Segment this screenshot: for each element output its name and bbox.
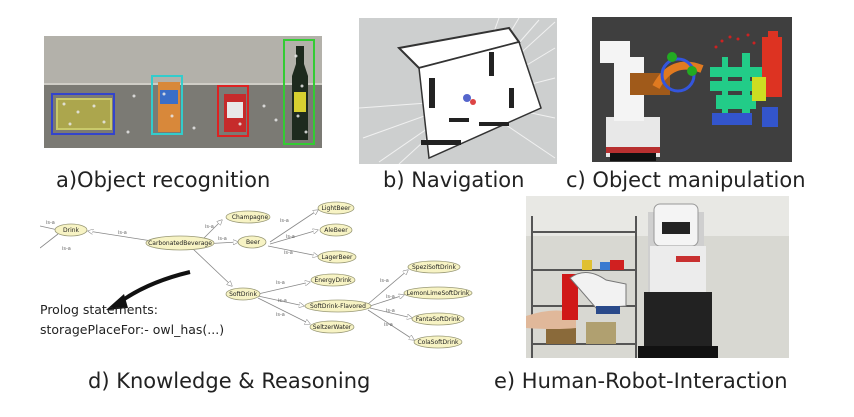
knowledge-reasoning-diagram: is-a is-a is-a is-a is-a is-a is-a is-a … xyxy=(40,201,473,349)
prolog-arrowhead xyxy=(106,294,128,310)
svg-text:SpeziSoftDrink: SpeziSoftDrink xyxy=(412,264,457,271)
detection-box-green xyxy=(283,39,315,145)
prolog-statement: storagePlaceFor:- owl_has(...) xyxy=(40,322,224,337)
edge-label: is-a xyxy=(62,246,71,252)
svg-text:Drink: Drink xyxy=(63,227,80,234)
object-recognition-scene xyxy=(44,36,322,148)
node-carbonated-beverage: CarbonatedBeverage xyxy=(145,235,215,251)
node-soft-drink: SoftDrink xyxy=(225,287,261,301)
svg-text:LemonLimeSoftDrink: LemonLimeSoftDrink xyxy=(407,290,470,297)
node-beer: Beer xyxy=(237,235,267,249)
isa-edge-labels: is-a is-a is-a is-a is-a is-a is-a is-a … xyxy=(46,218,395,328)
caption-human-robot-interaction: e) Human-Robot-Interaction xyxy=(494,369,788,393)
edge-label: is-a xyxy=(46,220,55,226)
caption-navigation: b) Navigation xyxy=(383,168,525,192)
edge-label: is-a xyxy=(380,278,389,284)
edge-label: is-a xyxy=(286,234,295,240)
human-robot-interaction-image xyxy=(526,196,789,358)
edge-label: is-a xyxy=(276,312,285,318)
detection-box-red xyxy=(217,85,249,137)
node-lager-beer: LagerBeer xyxy=(317,250,357,264)
detection-box-blue xyxy=(51,93,115,135)
prolog-arrow xyxy=(118,270,191,304)
prolog-title: Prolog statements: xyxy=(40,302,158,317)
svg-text:CarbonatedBeverage: CarbonatedBeverage xyxy=(148,240,212,247)
node-seltzer-water: SeltzerWater xyxy=(309,320,355,334)
node-ale-beer: AleBeer xyxy=(319,223,353,237)
svg-text:SeltzerWater: SeltzerWater xyxy=(313,324,352,331)
navigation-map xyxy=(359,18,557,164)
node-champagne: Champagne xyxy=(225,210,271,224)
edge-label: is-a xyxy=(386,308,395,314)
manipulation-scene xyxy=(592,17,792,162)
svg-text:Beer: Beer xyxy=(246,239,260,246)
svg-text:LagerBeer: LagerBeer xyxy=(322,254,353,261)
node-fanta-soft-drink: FantaSoftDrink xyxy=(411,312,465,326)
caption-object-recognition: a)Object recognition xyxy=(56,168,271,192)
edge-label: is-a xyxy=(386,294,395,300)
edge-label: is-a xyxy=(218,236,227,242)
detection-box-cyan xyxy=(151,75,183,135)
svg-text:LightBeer: LightBeer xyxy=(322,205,351,212)
svg-text:AleBeer: AleBeer xyxy=(324,227,348,234)
edge-label: is-a xyxy=(278,298,287,304)
svg-text:SoftDrink-Flavored: SoftDrink-Flavored xyxy=(310,303,366,310)
node-cola-soft-drink: ColaSoftDrink xyxy=(413,335,463,349)
edge-label: is-a xyxy=(284,250,293,256)
edge-label: is-a xyxy=(205,224,214,230)
hri-scene xyxy=(526,196,789,358)
edge-label: is-a xyxy=(276,280,285,286)
caption-object-manipulation: c) Object manipulation xyxy=(566,168,806,192)
svg-text:Champagne: Champagne xyxy=(232,214,269,221)
node-energy-drink: EnergyDrink xyxy=(310,273,356,287)
object-manipulation-image xyxy=(592,17,792,162)
edge-label: is-a xyxy=(280,218,289,224)
node-light-beer: LightBeer xyxy=(317,201,355,215)
navigation-map-image xyxy=(359,18,557,164)
object-recognition-image xyxy=(44,36,322,148)
edge-label: is-a xyxy=(384,322,393,328)
svg-text:SoftDrink: SoftDrink xyxy=(229,291,257,298)
node-lemon-lime-soft-drink: LemonLimeSoftDrink xyxy=(403,286,473,300)
caption-knowledge-reasoning: d) Knowledge & Reasoning xyxy=(88,369,371,393)
node-soft-drink-flavored: SoftDrink-Flavored xyxy=(304,299,372,313)
node-spezi-soft-drink: SpeziSoftDrink xyxy=(407,260,461,274)
svg-text:FantaSoftDrink: FantaSoftDrink xyxy=(416,316,461,323)
svg-text:EnergyDrink: EnergyDrink xyxy=(314,277,352,284)
edge-label: is-a xyxy=(118,230,127,236)
node-drink: Drink xyxy=(54,223,88,237)
svg-text:ColaSoftDrink: ColaSoftDrink xyxy=(417,339,459,346)
